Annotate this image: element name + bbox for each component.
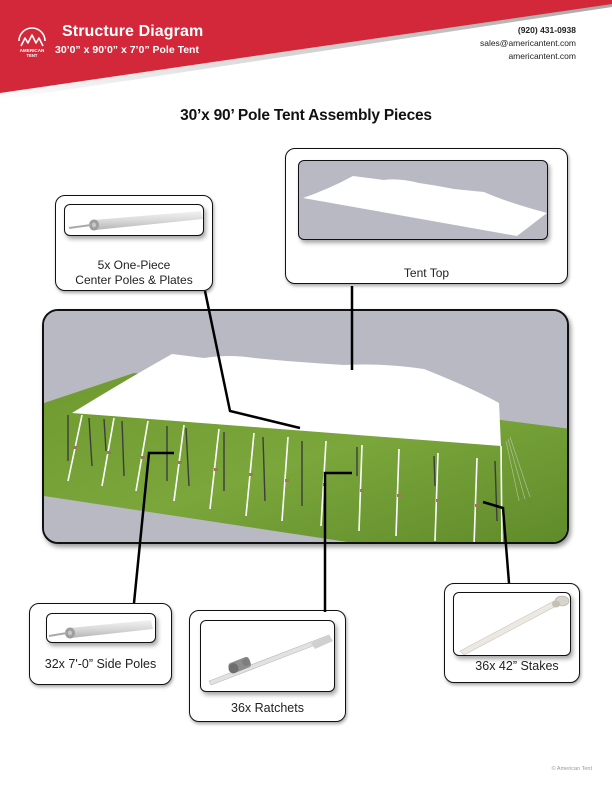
copyright-notice: © American Tent [551,766,592,772]
pole-tent-illustration [44,311,567,542]
callout-tent-top: Tent Top [285,148,568,284]
stakes-label: 36x 42” Stakes [475,659,559,673]
american-tent-logo: AMERICAN TENT [18,27,46,58]
tent-top-thumbnail [298,160,548,240]
tent-top-label: Tent Top [403,266,450,280]
svg-text:TENT: TENT [27,53,38,58]
side-pole-thumbnail [46,613,156,643]
callout-center-poles: 5x One-Piece Center Poles & Plates [55,195,213,291]
stake-icon [459,595,570,655]
page-heading: 30’x 90’ Pole Tent Assembly Pieces [180,107,432,124]
center-pole-thumbnail [64,204,204,236]
side-poles-label: 32x 7'-0” Side Poles [44,657,157,671]
contact-block: (920) 431-0938 sales@americantent.com am… [480,24,576,63]
contact-website: americantent.com [508,51,576,61]
callout-ratchets: 36x Ratchets [189,610,346,722]
center-poles-label-line2: Center Poles & Plates [75,273,193,287]
tent-assembly-scene [42,309,569,544]
ratchet-thumbnail [200,620,335,692]
callout-stakes: 36x 42” Stakes [444,583,580,683]
center-pole-icon [68,211,203,231]
callout-side-poles: 32x 7'-0” Side Poles [29,603,172,685]
document-title: Structure Diagram [62,23,204,40]
side-pole-icon [48,620,153,639]
contact-phone: (920) 431-0938 [517,25,576,35]
tent-top-icon [303,176,547,236]
ratchet-icon [208,634,333,686]
document-subtitle: 30’0” x 90’0” x 7’0” Pole Tent [55,44,199,56]
header-band [0,0,612,100]
stake-thumbnail [453,592,571,656]
ratchets-label: 36x Ratchets [231,701,304,715]
center-poles-label-line1: 5x One-Piece [97,258,171,272]
contact-email: sales@americantent.com [479,38,576,48]
svg-text:AMERICAN: AMERICAN [20,48,45,53]
